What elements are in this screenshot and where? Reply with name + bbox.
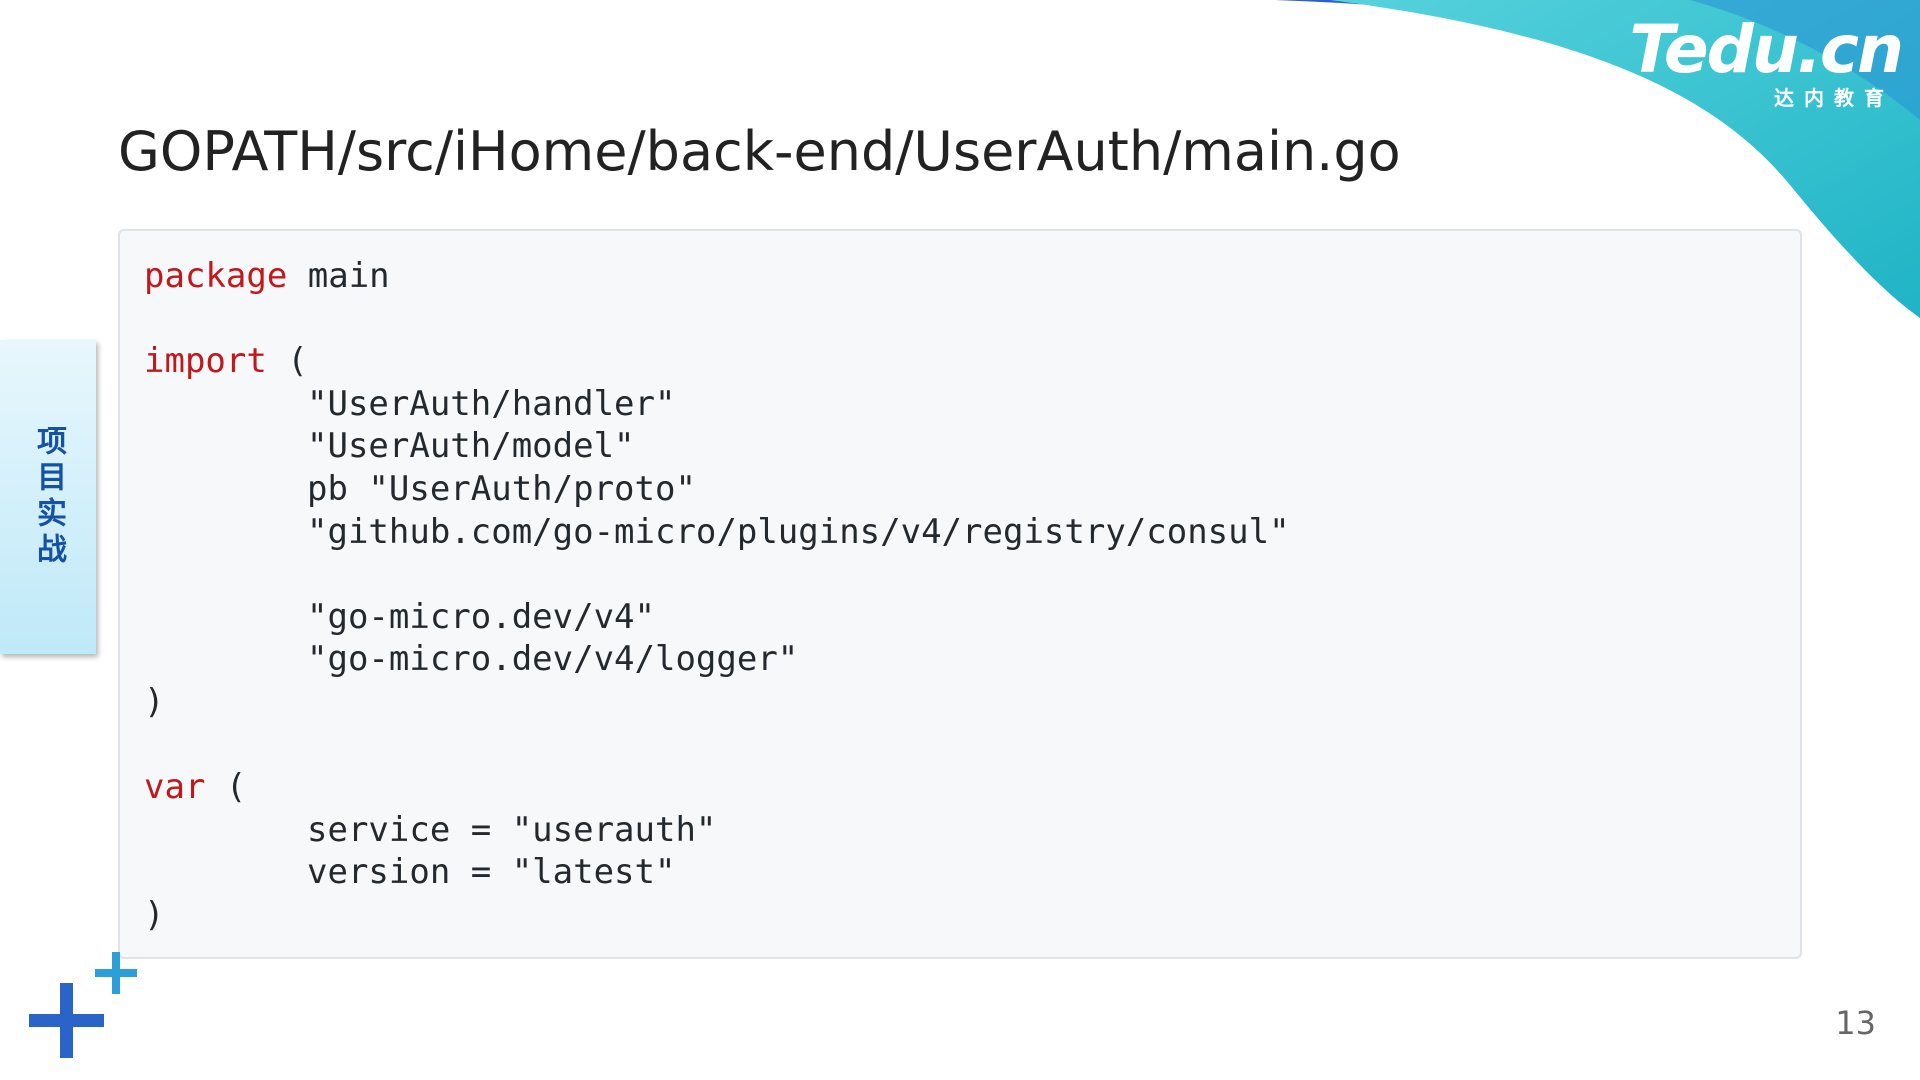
code-line-var-close: ): [144, 894, 1290, 937]
import-close-paren: ): [144, 681, 165, 722]
package-name: main: [287, 256, 390, 296]
var-declaration: service = "userauth": [307, 809, 717, 850]
keyword-import: import: [144, 341, 267, 382]
page-number: 13: [1835, 1004, 1876, 1042]
keyword-var: var: [144, 767, 206, 808]
plus-decoration-icon: [29, 983, 104, 1058]
code-line-var: var (: [144, 766, 1290, 809]
slide-title: GOPATH/src/iHome/back-end/UserAuth/main.…: [118, 120, 1401, 183]
code-line-blank: [144, 724, 1290, 767]
code-line-package: package main: [144, 255, 1290, 298]
import-line: "github.com/go-micro/plugins/v4/registry…: [144, 511, 1290, 554]
import-path: "go-micro.dev/v4/logger": [307, 639, 799, 680]
import-path: "github.com/go-micro/plugins/v4/registry…: [307, 511, 1290, 552]
import-path: "UserAuth/handler": [307, 383, 676, 424]
import-path: "UserAuth/model": [307, 426, 635, 467]
code-line-blank: [144, 298, 1290, 341]
var-line: service = "userauth": [144, 809, 1290, 852]
logo-wordmark: Tedu.cn: [1629, 11, 1904, 88]
var-line: version = "latest": [144, 851, 1290, 894]
import-line: "go-micro.dev/v4/logger": [144, 638, 1290, 681]
var-declaration: version = "latest": [307, 852, 676, 893]
side-tab-label: 项目实战: [31, 425, 66, 569]
keyword-package: package: [144, 256, 288, 296]
import-path: pb "UserAuth/proto": [307, 468, 696, 509]
code-line-import-close: ): [144, 681, 1290, 724]
import-path: "go-micro.dev/v4": [307, 596, 655, 637]
code-line-import: import (: [144, 340, 1290, 383]
import-line: "UserAuth/handler": [144, 383, 1290, 426]
side-tab: 项目实战: [0, 340, 96, 654]
var-close-paren: ): [144, 894, 165, 935]
import-open-paren: (: [266, 341, 308, 382]
import-line: [144, 553, 1290, 596]
var-open-paren: (: [205, 767, 247, 808]
logo-subtitle: 达内教育: [1774, 86, 1894, 110]
import-line: "go-micro.dev/v4": [144, 596, 1290, 639]
import-line: pb "UserAuth/proto": [144, 468, 1290, 511]
plus-small-decoration-icon: [95, 952, 137, 994]
tedu-logo: Tedu.cn 达内教育: [1612, 11, 1904, 111]
import-line: "UserAuth/model": [144, 425, 1290, 468]
